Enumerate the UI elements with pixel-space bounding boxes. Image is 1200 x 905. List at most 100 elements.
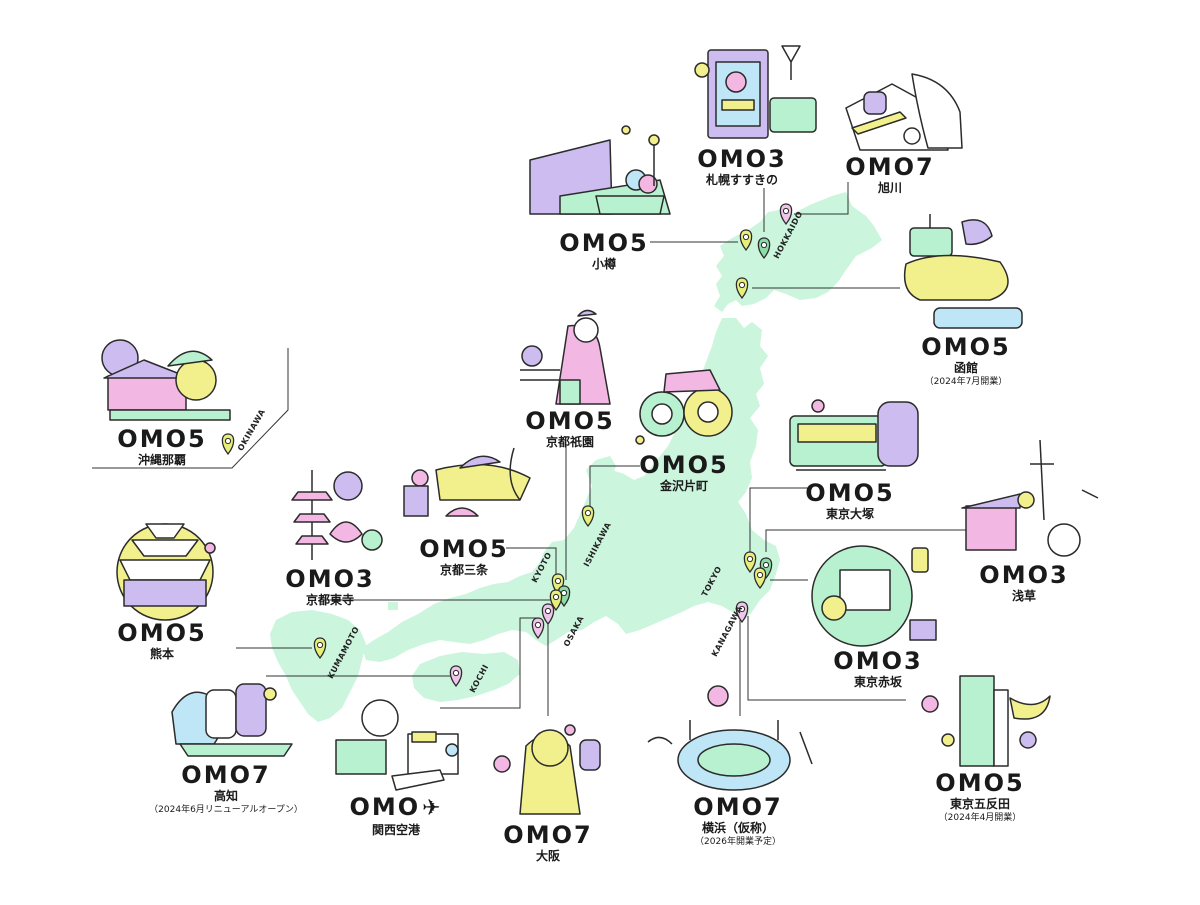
pin-kanazawa[interactable]: [581, 505, 595, 528]
line-gotanda: [747, 616, 906, 701]
pin-otaru[interactable]: [739, 229, 753, 252]
hotel-label-sapporo[interactable]: OMO3 札幌すすきの: [697, 146, 786, 188]
shikoku-land: [412, 652, 520, 702]
land-mass: [270, 192, 882, 722]
hotel-brand: OMO3: [833, 647, 923, 675]
hotel-label-otaru[interactable]: OMO5 小樽: [559, 230, 648, 272]
hotel-label-kochi[interactable]: OMO7 高知 （2024年6月リニューアルオープン）: [149, 762, 303, 817]
hotel-label-toji[interactable]: OMO3 京都東寺: [285, 566, 374, 608]
hotel-label-osaka[interactable]: OMO7 大阪: [503, 822, 592, 864]
hotel-brand: OMO5: [921, 333, 1011, 361]
pin-yokohama[interactable]: [735, 601, 749, 624]
line-kix: [440, 617, 538, 709]
hotel-label-otsuka[interactable]: OMO5 東京大塚: [805, 480, 894, 522]
hotel-city: 熊本: [149, 647, 175, 661]
island: [718, 548, 728, 558]
pin-dot: [746, 555, 754, 563]
polar-bear-icon: [845, 73, 963, 151]
pin-kochi[interactable]: [449, 665, 463, 688]
pin-osaka[interactable]: [541, 603, 555, 626]
connector-lines: [92, 182, 972, 716]
pin-dot: [552, 593, 560, 601]
hotel-city: 東京五反田: [949, 797, 1011, 811]
city-moon-icon: [921, 675, 1051, 767]
billiken-icon: [493, 724, 601, 815]
hotel-label-kanazawa[interactable]: OMO5 金沢片町: [639, 452, 728, 494]
hotel-label-kix[interactable]: OMO✈ 関西空港: [349, 794, 442, 838]
nikka-building-icon: [694, 45, 817, 139]
hotel-city: 東京大塚: [825, 507, 875, 521]
pin-dot: [756, 571, 764, 579]
location-pins: [221, 203, 793, 688]
hotel-city: 京都東寺: [305, 593, 355, 607]
kumamoto-castle-icon: [116, 523, 216, 621]
pin-otsuka[interactable]: [743, 551, 757, 574]
hotel-label-sanjo[interactable]: OMO5 京都三条: [419, 536, 508, 578]
maiko-icon: [520, 309, 611, 405]
line-asakusa: [765, 529, 972, 552]
hotel-city: 京都三条: [439, 563, 489, 577]
illustrations: [101, 45, 1099, 815]
hotel-city: 金沢片町: [659, 479, 709, 493]
hotel-brand: OMO3: [285, 565, 375, 593]
hotel-city: 函館: [953, 361, 979, 375]
pin-kix[interactable]: [531, 617, 545, 640]
hotel-brand: OMO7: [845, 153, 935, 181]
hotel-label-gion[interactable]: OMO5 京都祇園: [525, 408, 614, 450]
pin-akasaka[interactable]: [753, 567, 767, 590]
hokkaido-land: [714, 192, 882, 312]
hotel-label-naha[interactable]: OMO5 沖縄那覇: [117, 426, 206, 468]
hotel-label-asakusa[interactable]: OMO3 浅草: [979, 562, 1068, 604]
pin-kumamoto[interactable]: [313, 637, 327, 660]
hotel-city: 沖縄那覇: [137, 453, 187, 467]
hotel-brand: OMO7: [181, 761, 271, 789]
hotel-brand: OMO5: [419, 535, 509, 563]
kyushu-land: [270, 610, 366, 722]
shuri-castle-icon: [101, 339, 231, 421]
hotel-label-yokohama[interactable]: OMO7 横浜（仮称） （2026年開業予定）: [693, 794, 782, 849]
pin-dot: [452, 669, 460, 677]
hotel-label-akasaka[interactable]: OMO3 東京赤坂: [833, 648, 922, 690]
hotel-note: （2024年4月開業）: [938, 813, 1022, 823]
pin-asahikawa[interactable]: [779, 203, 793, 226]
yosakoi-dancer-icon: [171, 683, 293, 757]
hotel-brand: OMO5: [117, 619, 207, 647]
hotel-label-hakodate[interactable]: OMO5 函館 （2024年7月開業）: [921, 334, 1010, 389]
hotel-label-asahikawa[interactable]: OMO7 旭川: [845, 154, 934, 196]
airplane-icon: ✈: [422, 796, 443, 821]
hotel-city: 小樽: [591, 257, 617, 271]
hotel-label-gotanda[interactable]: OMO5 東京五反田 （2024年4月開業）: [935, 770, 1024, 825]
hotel-label-kumamoto[interactable]: OMO5 熊本: [117, 620, 206, 662]
pin-naha[interactable]: [221, 433, 235, 456]
pin-sapporo[interactable]: [757, 237, 771, 260]
hotel-brand: OMO5: [935, 769, 1025, 797]
line-kanazawa: [589, 465, 640, 506]
pin-toji[interactable]: [549, 589, 563, 612]
noto-land: [586, 456, 616, 486]
hotel-brand: OMO7: [503, 821, 593, 849]
island: [388, 602, 398, 610]
pin-dot: [742, 233, 750, 241]
hotel-brand-text: OMO: [349, 793, 421, 821]
hotel-city: 大阪: [535, 849, 561, 863]
hotel-city: 横浜（仮称）: [701, 821, 775, 835]
rickshaw-icon: [961, 439, 1099, 557]
canal-boat-icon: [529, 125, 671, 215]
hotel-city: 東京赤坂: [853, 675, 903, 689]
hotel-city: 京都祇園: [545, 435, 595, 449]
hotel-brand: OMO✈: [349, 794, 442, 822]
hotel-brand: OMO5: [639, 451, 729, 479]
pin-dot: [224, 437, 232, 445]
hotel-brand: OMO5: [117, 425, 207, 453]
hotel-city: 関西空港: [371, 823, 420, 837]
hotel-city: 旭川: [877, 181, 903, 195]
pin-dot: [760, 241, 768, 249]
hotel-city: 浅草: [1011, 589, 1037, 603]
hotel-note: （2026年開業予定）: [695, 837, 781, 847]
pin-hakodate[interactable]: [735, 277, 749, 300]
line-otsuka: [749, 487, 810, 560]
hotel-brand: OMO5: [525, 407, 615, 435]
pin-dot: [782, 207, 790, 215]
